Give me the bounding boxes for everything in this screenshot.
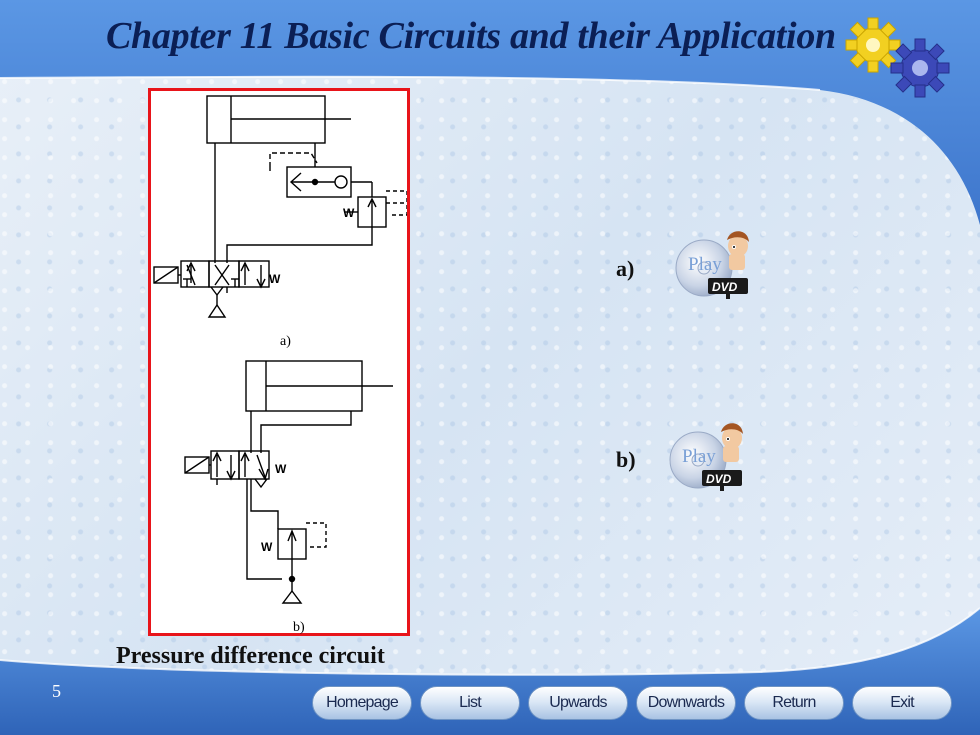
dvd-text: DVD: [706, 472, 732, 486]
hydraulic-schematic: W W: [153, 95, 407, 604]
play-dvd-icon: [675, 231, 749, 299]
svg-text:W: W: [269, 272, 281, 286]
play-dvd-button-b[interactable]: Play DVD: [666, 420, 748, 492]
play-dvd-button-a[interactable]: Play DVD: [672, 228, 754, 300]
homepage-button[interactable]: Homepage: [312, 686, 412, 720]
sub-diagram-label-b: b): [293, 620, 305, 635]
option-label-b: b): [616, 447, 636, 472]
blue-gear-icon: [890, 38, 950, 98]
upwards-button[interactable]: Upwards: [528, 686, 628, 720]
page-number: 5: [52, 681, 61, 701]
svg-text:W: W: [343, 206, 355, 220]
slide-title: Chapter 11 Basic Circuits and their Appl…: [106, 15, 836, 57]
downwards-button[interactable]: Downwards: [636, 686, 736, 720]
slide-caption: Pressure difference circuit: [116, 643, 385, 669]
svg-text:W: W: [275, 462, 287, 476]
dvd-text: DVD: [712, 280, 738, 294]
navigation-bar: Homepage List Upwards Downwards Return E…: [312, 686, 952, 720]
play-text: Play: [682, 446, 716, 467]
option-label-a: a): [616, 256, 635, 281]
play-text: Play: [688, 254, 722, 275]
sub-diagram-label-a: a): [280, 334, 291, 349]
play-dvd-icon: [669, 423, 743, 491]
exit-button[interactable]: Exit: [852, 686, 952, 720]
return-button[interactable]: Return: [744, 686, 844, 720]
svg-text:W: W: [261, 540, 273, 554]
circuit-diagram: W W: [148, 88, 410, 636]
list-button[interactable]: List: [420, 686, 520, 720]
